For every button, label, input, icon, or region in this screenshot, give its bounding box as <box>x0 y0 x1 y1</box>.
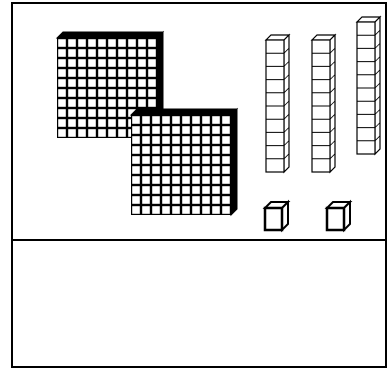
ten-rods <box>266 17 380 172</box>
ten-rod <box>312 35 335 172</box>
unit-cube <box>265 202 288 230</box>
ten-rod <box>266 35 289 172</box>
hundred-flat <box>131 109 237 215</box>
unit-cube <box>327 202 350 230</box>
ten-rod <box>357 17 380 154</box>
